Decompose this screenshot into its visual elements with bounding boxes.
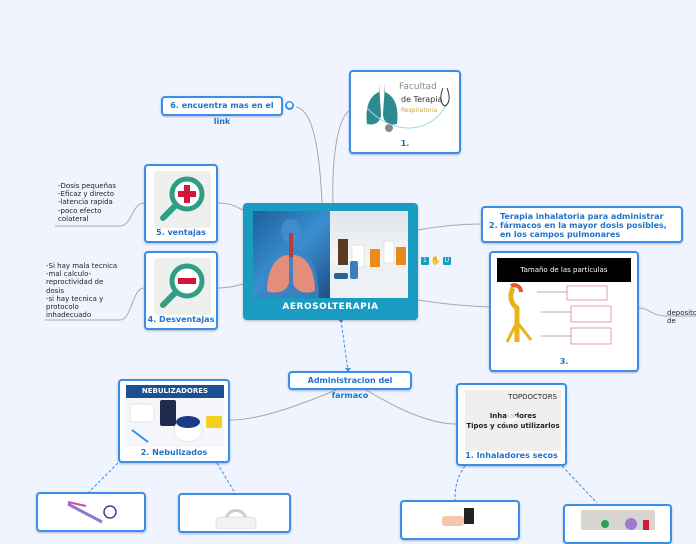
link-note-ventajas bbox=[55, 202, 145, 227]
node-facultad-caption: 1. bbox=[400, 139, 410, 148]
node-particulas-caption: 3. bbox=[559, 357, 569, 366]
hand-icon[interactable]: ✋ bbox=[430, 256, 441, 265]
node-desventajas-caption: 4. Desventajas bbox=[147, 315, 215, 324]
node-link[interactable]: 6. encuentra mas en el link bbox=[161, 96, 283, 126]
node-terapia-text: Terapia inhalatoria para administrar fár… bbox=[500, 212, 667, 239]
inhaler-use-icon bbox=[442, 508, 474, 526]
connector-layer bbox=[45, 106, 696, 504]
inhaler-image bbox=[330, 211, 408, 298]
node-nebulizados-caption: 2. Nebulizados bbox=[140, 448, 208, 457]
node-particulas[interactable]: Tamaño de las partículas 3. bbox=[489, 251, 639, 372]
video-title-line-2: Tipos y cómo utilizarlos bbox=[466, 422, 560, 430]
topdoctors-brand: TOPDOCTORS bbox=[508, 393, 557, 401]
arrow-head bbox=[338, 319, 344, 323]
nebulizer-devices-icon bbox=[129, 400, 222, 443]
node-administracion[interactable]: Administracion del farmaco bbox=[288, 371, 412, 400]
dashed-link-neb-left bbox=[88, 462, 119, 493]
dashed-link-inh-right bbox=[561, 465, 598, 504]
nebulizadores-image: NEBULIZADORES bbox=[126, 385, 224, 447]
node-image-spacer[interactable] bbox=[36, 492, 146, 532]
node-facultad[interactable]: Facultad de Terapia Respiratoria 1. bbox=[349, 70, 461, 154]
node-inhaladores-caption: 1. Inhaladores secos bbox=[465, 451, 558, 460]
dashed-link-inh-left bbox=[454, 465, 466, 501]
node-inhaladores[interactable]: TOPDOCTORS Inhaladores Tipos y cómo util… bbox=[456, 383, 567, 466]
globe-link-icon[interactable]: ● bbox=[285, 101, 294, 110]
node-terapia-number: 2. bbox=[489, 221, 498, 230]
logo-line-1: Facultad bbox=[399, 82, 437, 92]
node-nebulizados[interactable]: NEBULIZADORES 2. Nebulizados bbox=[118, 379, 230, 463]
particles-image-title: Tamaño de las partículas bbox=[497, 258, 631, 282]
link-to-link-node bbox=[295, 106, 323, 204]
dry-inhalers-image bbox=[581, 510, 655, 530]
play-icon[interactable] bbox=[507, 410, 519, 426]
lungs-logo-icon bbox=[366, 84, 450, 132]
central-title: AEROSOLTERAPIA bbox=[282, 302, 379, 312]
dashed-link-central-admin bbox=[340, 319, 349, 372]
central-badges: 1 ✋ U bbox=[421, 256, 452, 265]
arrow-head bbox=[345, 368, 351, 372]
link-admin-inhaladores bbox=[365, 389, 457, 425]
nebulizer-machine-icon bbox=[215, 509, 257, 529]
node-image-inhaler-use[interactable] bbox=[400, 500, 520, 540]
link-to-deposito bbox=[637, 307, 696, 317]
link-to-terapia bbox=[417, 223, 482, 231]
lungs-image bbox=[253, 211, 330, 298]
link-to-facultad bbox=[332, 109, 351, 204]
node-ventajas[interactable]: 5. ventajas bbox=[144, 164, 218, 243]
particles-image: Tamaño de las partículas bbox=[497, 258, 631, 355]
node-terapia[interactable]: 2. Terapia inhalatoria para administrar … bbox=[481, 206, 683, 243]
note-ventajas: -Dosis pequeñas -Eficaz y directo -laten… bbox=[58, 182, 116, 223]
link-note-desventajas bbox=[45, 287, 145, 321]
node-link-label: 6. encuentra mas en el link bbox=[170, 101, 274, 126]
logo-line-2: de Terapia bbox=[401, 95, 443, 104]
airway-diagram-icon bbox=[505, 283, 612, 345]
u-badge-icon[interactable]: U bbox=[442, 256, 452, 265]
spacer-device-icon bbox=[67, 501, 117, 524]
node-image-dry-inhalers[interactable] bbox=[563, 504, 672, 544]
central-topic[interactable]: AEROSOLTERAPIA bbox=[243, 203, 418, 320]
note-desventajas: -Si hay mala tecnica -mal calculo- repro… bbox=[46, 262, 118, 320]
node-ventajas-caption: 5. ventajas bbox=[156, 228, 206, 237]
magnifier-plus-icon bbox=[154, 171, 211, 228]
topdoctors-video-thumb[interactable]: TOPDOCTORS Inhaladores Tipos y cómo util… bbox=[465, 390, 561, 451]
logo-line-3: Respiratoria bbox=[401, 107, 438, 114]
link-to-particulas bbox=[417, 299, 491, 308]
notes-count-icon[interactable]: 1 bbox=[421, 256, 429, 265]
facultad-logo: Facultad de Terapia Respiratoria bbox=[361, 78, 453, 136]
note-deposito: deposito de bbox=[667, 309, 696, 326]
magnifier-minus-icon bbox=[154, 258, 211, 315]
link-admin-nebulizados bbox=[229, 389, 337, 421]
node-administracion-label: Administracion del farmaco bbox=[307, 376, 393, 400]
node-desventajas[interactable]: 4. Desventajas bbox=[144, 251, 218, 330]
link-to-desventajas bbox=[217, 283, 244, 289]
nebulizadores-image-title: NEBULIZADORES bbox=[126, 385, 224, 398]
dashed-link-neb-right bbox=[216, 462, 236, 494]
link-to-ventajas bbox=[217, 202, 244, 211]
node-image-nebulizer-machine[interactable] bbox=[178, 493, 291, 533]
